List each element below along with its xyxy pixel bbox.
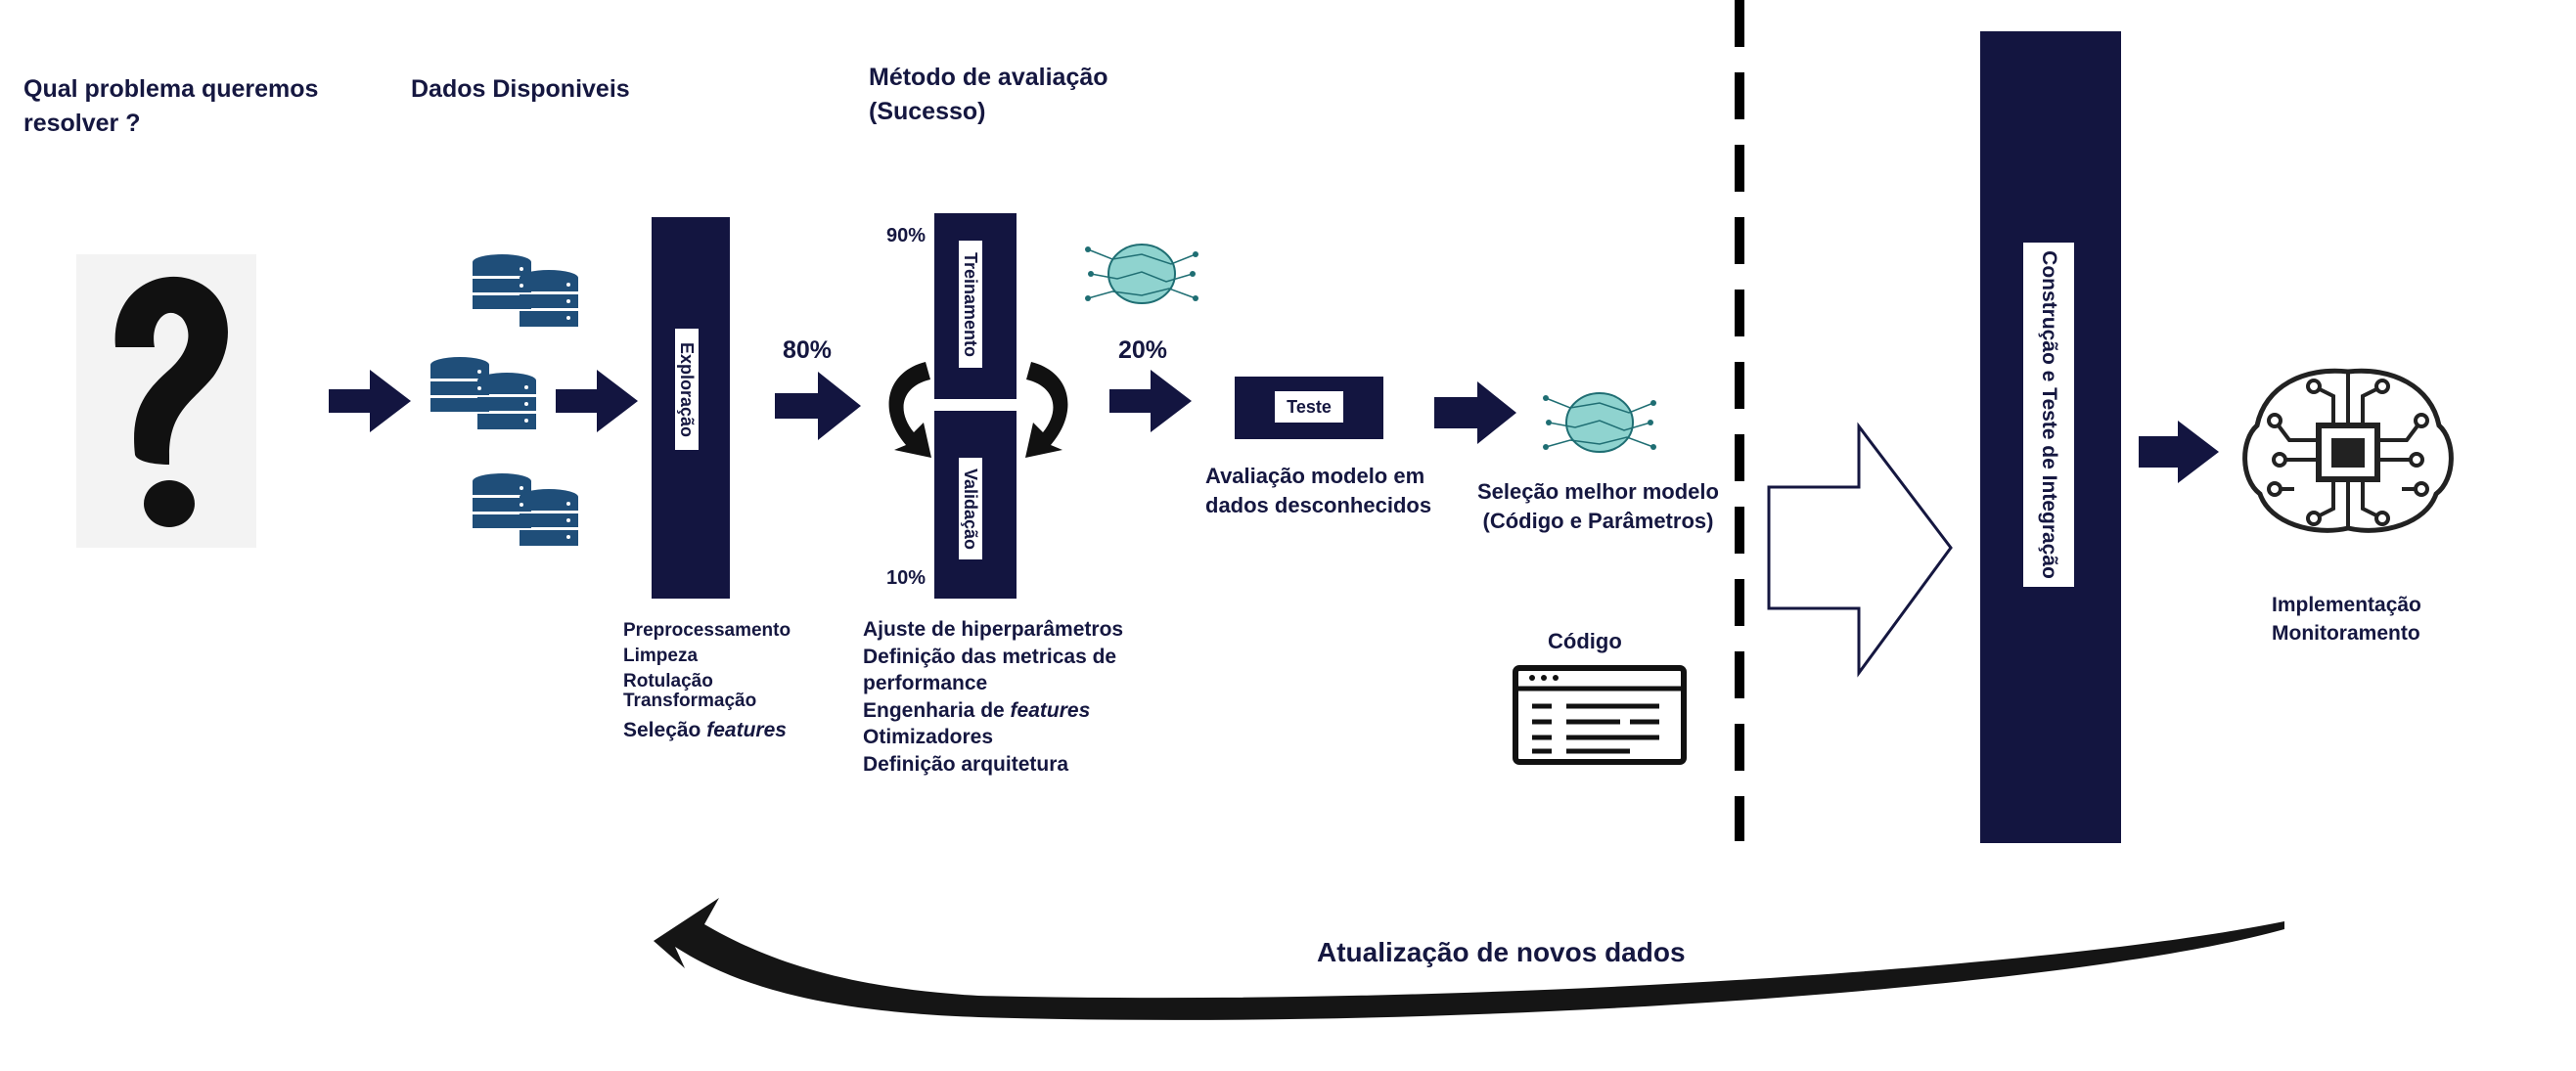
validation-label: Validação <box>961 468 981 550</box>
test-caption-line1: Avaliação modelo em <box>1205 464 1425 488</box>
list-item: Otimizadores <box>863 726 994 748</box>
list-item-text: Seleção <box>623 719 707 741</box>
database-icon <box>473 254 578 327</box>
exploration-label-box: Exploração <box>675 329 699 450</box>
arrow-3 <box>775 372 861 440</box>
database-icon <box>473 473 578 546</box>
training-label: Treinamento <box>961 251 981 357</box>
selection-caption: Seleção melhor modelo (Código e Parâmetr… <box>1477 477 1719 536</box>
deploy-caption-line1: Implementação <box>2272 594 2421 616</box>
ai-brain-chip-icon <box>2242 368 2454 533</box>
deploy-caption: Implementação Monitoramento <box>2272 591 2421 647</box>
list-item: Seleção features <box>623 718 791 743</box>
val-percent: 10% <box>886 567 926 589</box>
list-item: Rotulação <box>623 671 713 692</box>
test-label-box: Teste <box>1275 391 1343 423</box>
exploration-label: Exploração <box>677 341 698 437</box>
heading-method-line2: (Sucesso) <box>869 98 986 125</box>
arrow-6 <box>2139 421 2219 483</box>
heading-data: Dados Disponiveis <box>411 75 630 103</box>
list-item: Limpeza <box>623 646 699 666</box>
tuning-list: Ajuste de hiperparâmetros Definição das … <box>863 616 1123 778</box>
list-item-emphasis: features <box>1010 698 1091 722</box>
database-icon <box>430 357 536 429</box>
validation-label-box: Validação <box>959 458 982 559</box>
list-item-emphasis: features <box>706 719 787 741</box>
integration-label-box: Construção e Teste de Integração <box>2023 243 2074 587</box>
integration-label: Construção e Teste de Integração <box>2038 250 2061 579</box>
selection-caption-line1: Seleção melhor modelo <box>1477 479 1719 504</box>
list-item: Preprocessamento <box>623 620 791 641</box>
explore-percent: 80% <box>783 336 833 364</box>
list-item-text: Engenharia de <box>863 698 1011 722</box>
heading-method: Método de avaliação (Sucesso) <box>869 61 1108 129</box>
train-percent: 90% <box>886 225 926 246</box>
deploy-caption-line2: Monitoramento <box>2272 622 2420 645</box>
list-item: performance <box>863 672 988 694</box>
list-item: Definição arquitetura <box>863 752 1069 776</box>
test-caption-line2: dados desconhecidos <box>1205 493 1432 517</box>
test-label: Teste <box>1287 396 1332 417</box>
list-item: Engenharia de features <box>863 697 1123 725</box>
arrow-4 <box>1109 370 1192 432</box>
training-label-box: Treinamento <box>959 241 982 368</box>
question-mark-icon <box>76 254 256 548</box>
heading-problem: Qual problema queremos resolver ? <box>23 72 318 141</box>
big-outline-arrow <box>1767 422 1953 678</box>
heading-problem-line1: Qual problema queremos <box>23 75 319 103</box>
code-label: Código <box>1548 629 1622 653</box>
selection-caption-line2: (Código e Parâmetros) <box>1482 509 1714 533</box>
feedback-arrow <box>654 898 2284 1020</box>
test-caption: Avaliação modelo em dados desconhecidos <box>1205 462 1431 520</box>
heading-method-line1: Método de avaliação <box>869 64 1108 91</box>
code-window-icon <box>1513 665 1687 765</box>
preprocessing-list: Preprocessamento Limpeza Rotulação Trans… <box>623 618 791 743</box>
refresh-cycle-icon <box>1025 362 1068 458</box>
test-percent: 20% <box>1118 336 1168 364</box>
neural-network-icon <box>1543 392 1656 453</box>
arrow-5 <box>1434 381 1516 444</box>
list-item: Transformação <box>623 691 757 711</box>
arrow-2 <box>556 370 638 432</box>
neural-network-icon <box>1085 244 1198 304</box>
arrow-1 <box>329 370 411 432</box>
list-item: Definição das metricas de <box>863 645 1117 668</box>
heading-problem-line2: resolver ? <box>23 110 141 137</box>
question-mark-graphic <box>114 276 228 527</box>
feedback-label: Atualização de novos dados <box>1317 937 1686 967</box>
list-item: Ajuste de hiperparâmetros <box>863 618 1124 641</box>
refresh-cycle-icon <box>888 362 931 458</box>
